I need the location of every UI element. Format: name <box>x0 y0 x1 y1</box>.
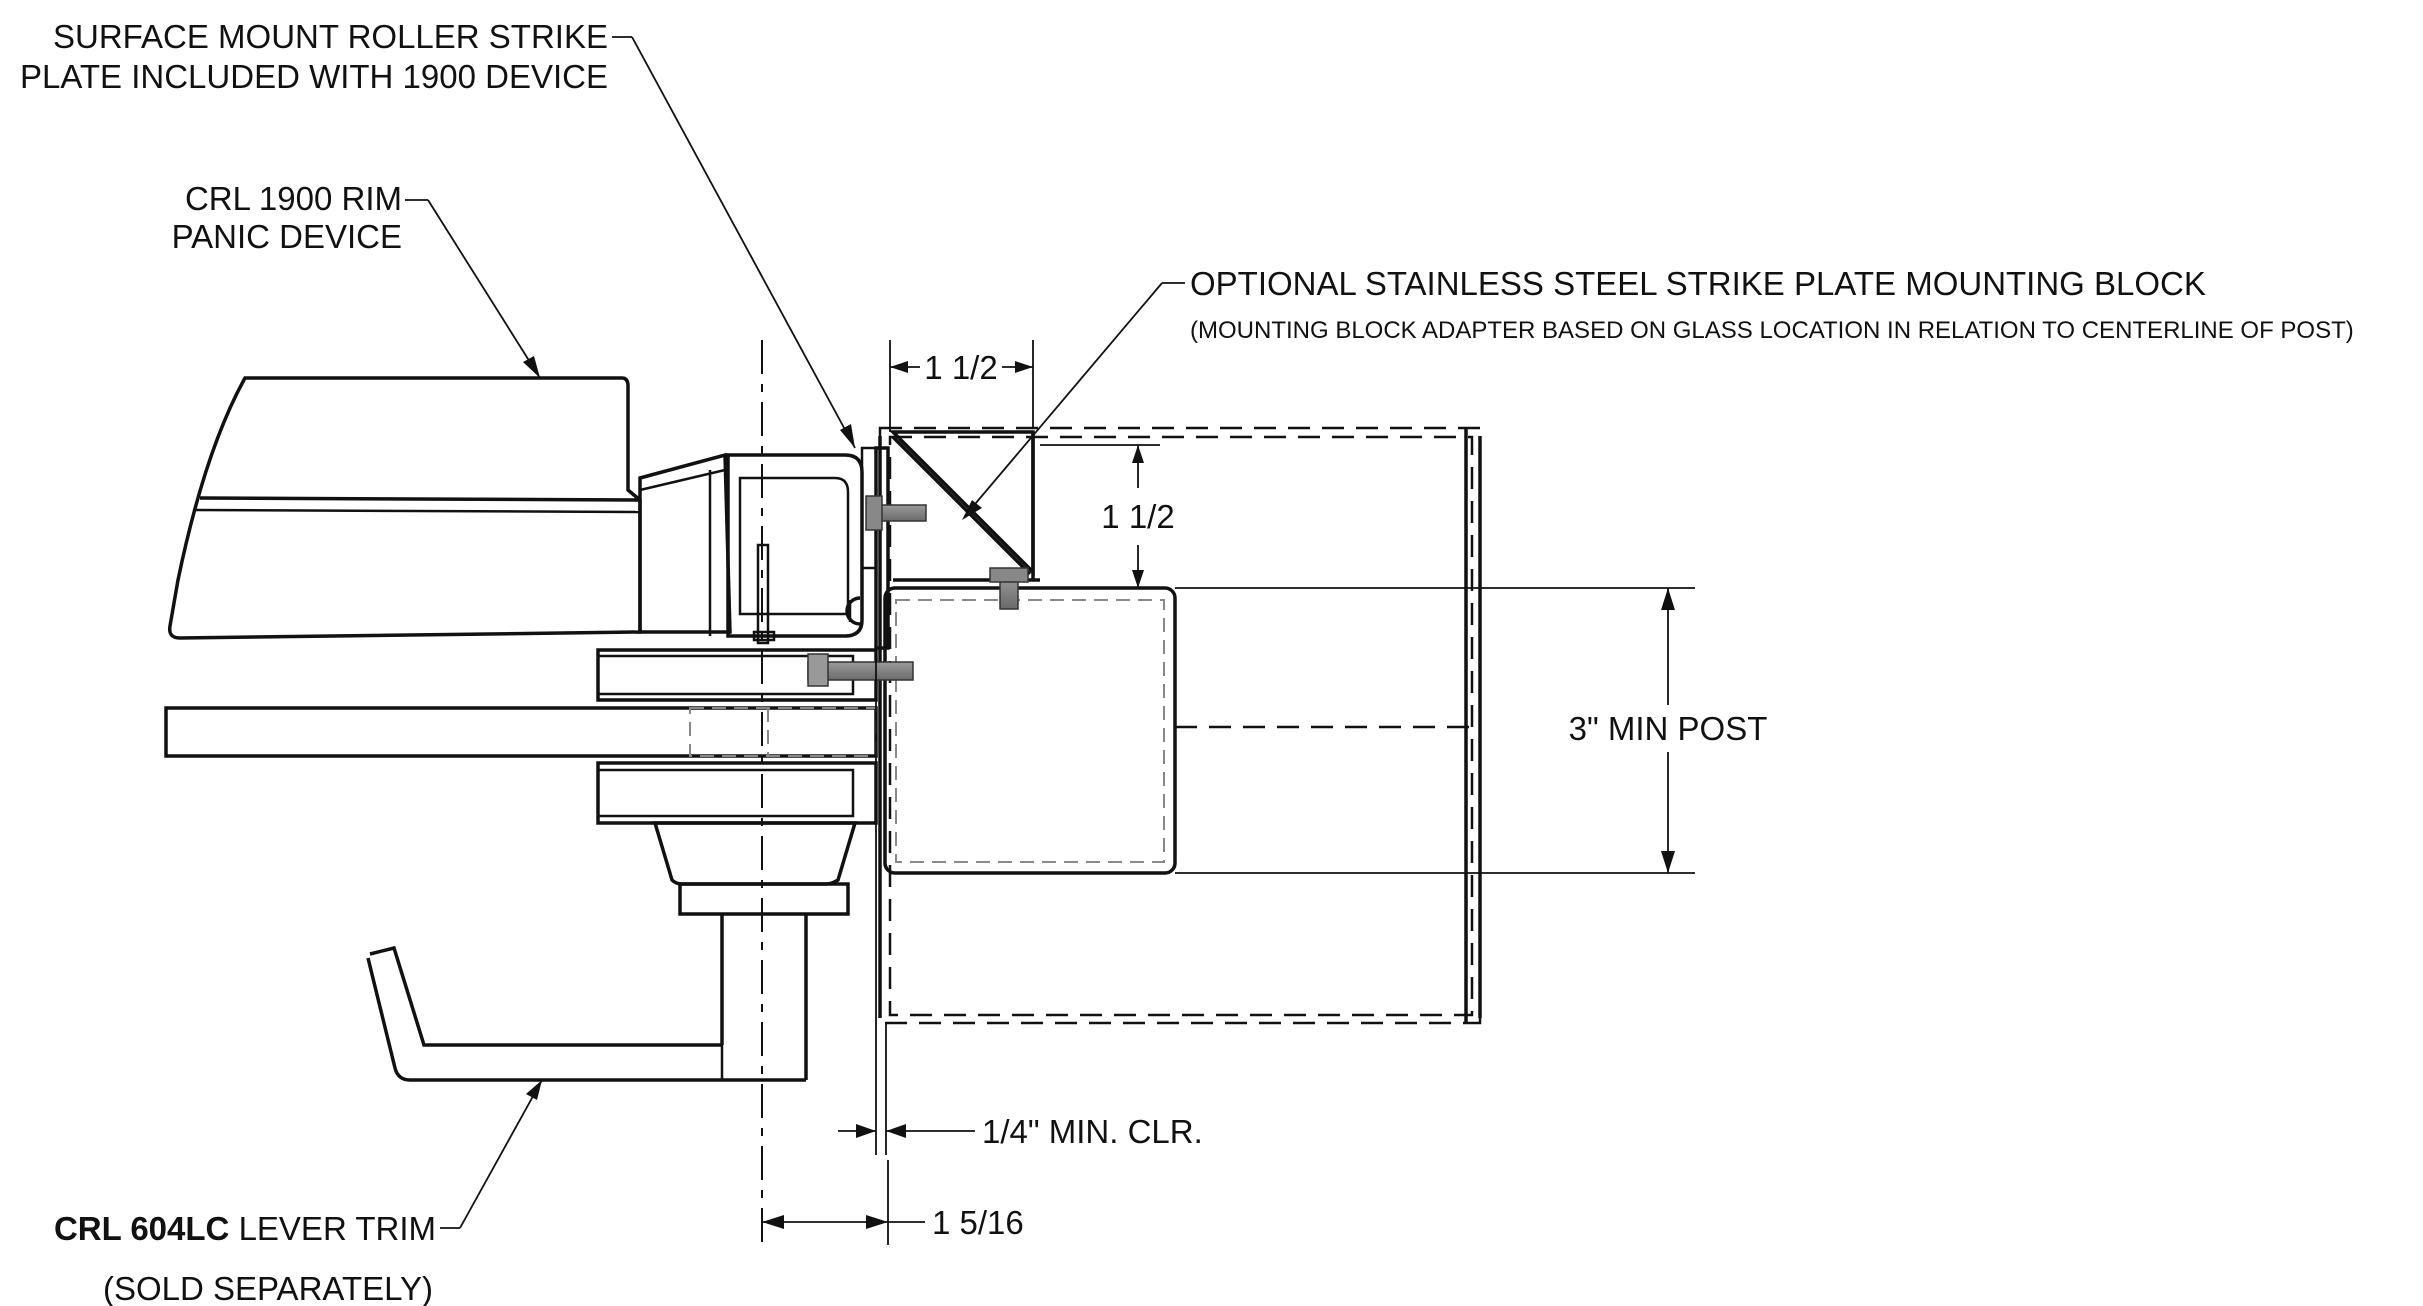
post-tube <box>883 586 1695 875</box>
strike-plate-label-line2: PLATE INCLUDED WITH 1900 DEVICE <box>20 58 608 95</box>
lever-trim-space <box>229 1210 238 1247</box>
dimension-clearance <box>838 650 975 1155</box>
roller-strike-plate <box>845 446 1029 650</box>
mounting-block-note: (MOUNTING BLOCK ADAPTER BASED ON GLASS L… <box>1190 317 2354 344</box>
lever-trim-label: CRL 604LC LEVER TRIM <box>54 1210 436 1247</box>
panic-device-body <box>167 376 864 645</box>
glass-panel-outline <box>878 426 1482 1025</box>
leader-panic-device <box>405 199 541 379</box>
block-width-dimension-label: 1 1/2 <box>924 349 997 386</box>
leader-mounting-block <box>962 282 1185 520</box>
strike-plate-label-line1: SURFACE MOUNT ROLLER STRIKE <box>53 18 608 55</box>
clearance-dimension-label: 1/4" MIN. CLR. <box>982 1113 1203 1150</box>
leader-lever-trim <box>440 1079 543 1229</box>
panic-device-label-line2: PANIC DEVICE <box>172 218 402 255</box>
leader-strike-plate <box>612 36 856 449</box>
lever-trim <box>366 761 878 1082</box>
dimension-centerline-offset <box>762 1160 925 1245</box>
door-rail <box>164 648 914 758</box>
dimension-block-width <box>889 340 1034 432</box>
block-height-dimension-label: 1 1/2 <box>1101 498 1174 535</box>
lever-trim-model: CRL 604LC <box>54 1210 229 1247</box>
lever-trim-name: LEVER TRIM <box>239 1210 436 1247</box>
mounting-block-label: OPTIONAL STAINLESS STEEL STRIKE PLATE MO… <box>1190 265 2206 302</box>
post-dimension-label: 3" MIN POST <box>1569 710 1768 747</box>
dimension-block-height <box>1040 444 1160 588</box>
lever-trim-note: (SOLD SEPARATELY) <box>103 1270 433 1306</box>
panic-device-label-line1: CRL 1900 RIM <box>185 180 402 217</box>
centerline-offset-dimension-label: 1 5/16 <box>932 1204 1024 1241</box>
dimension-post <box>1661 588 1675 873</box>
